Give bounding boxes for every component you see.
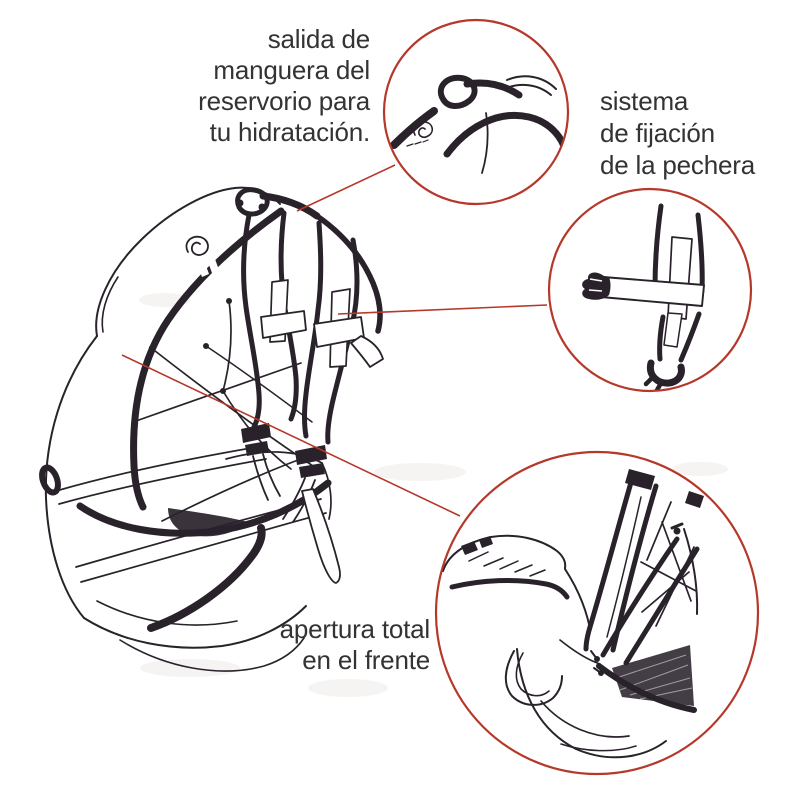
callout-connector-line [337,304,548,315]
brand-logo-glyph [185,235,209,256]
callout-chest-buckle-detail [547,187,753,393]
label-chest-strap-system: sistema de fijación de la pechera [600,86,755,180]
label-front-opening: apertura total en el frente [279,614,431,675]
callout-connector-line [296,164,396,212]
main-backpack-sketch [39,186,384,672]
callout-front-opening-detail [434,450,760,776]
callout-hydration-outlet-detail [382,18,570,206]
callout-connector-lines [121,164,548,517]
brand-logo-glyph [413,121,434,138]
callout-connector-line [121,354,461,517]
label-hydration-outlet: salida de manguera del reservorio para t… [198,24,370,147]
